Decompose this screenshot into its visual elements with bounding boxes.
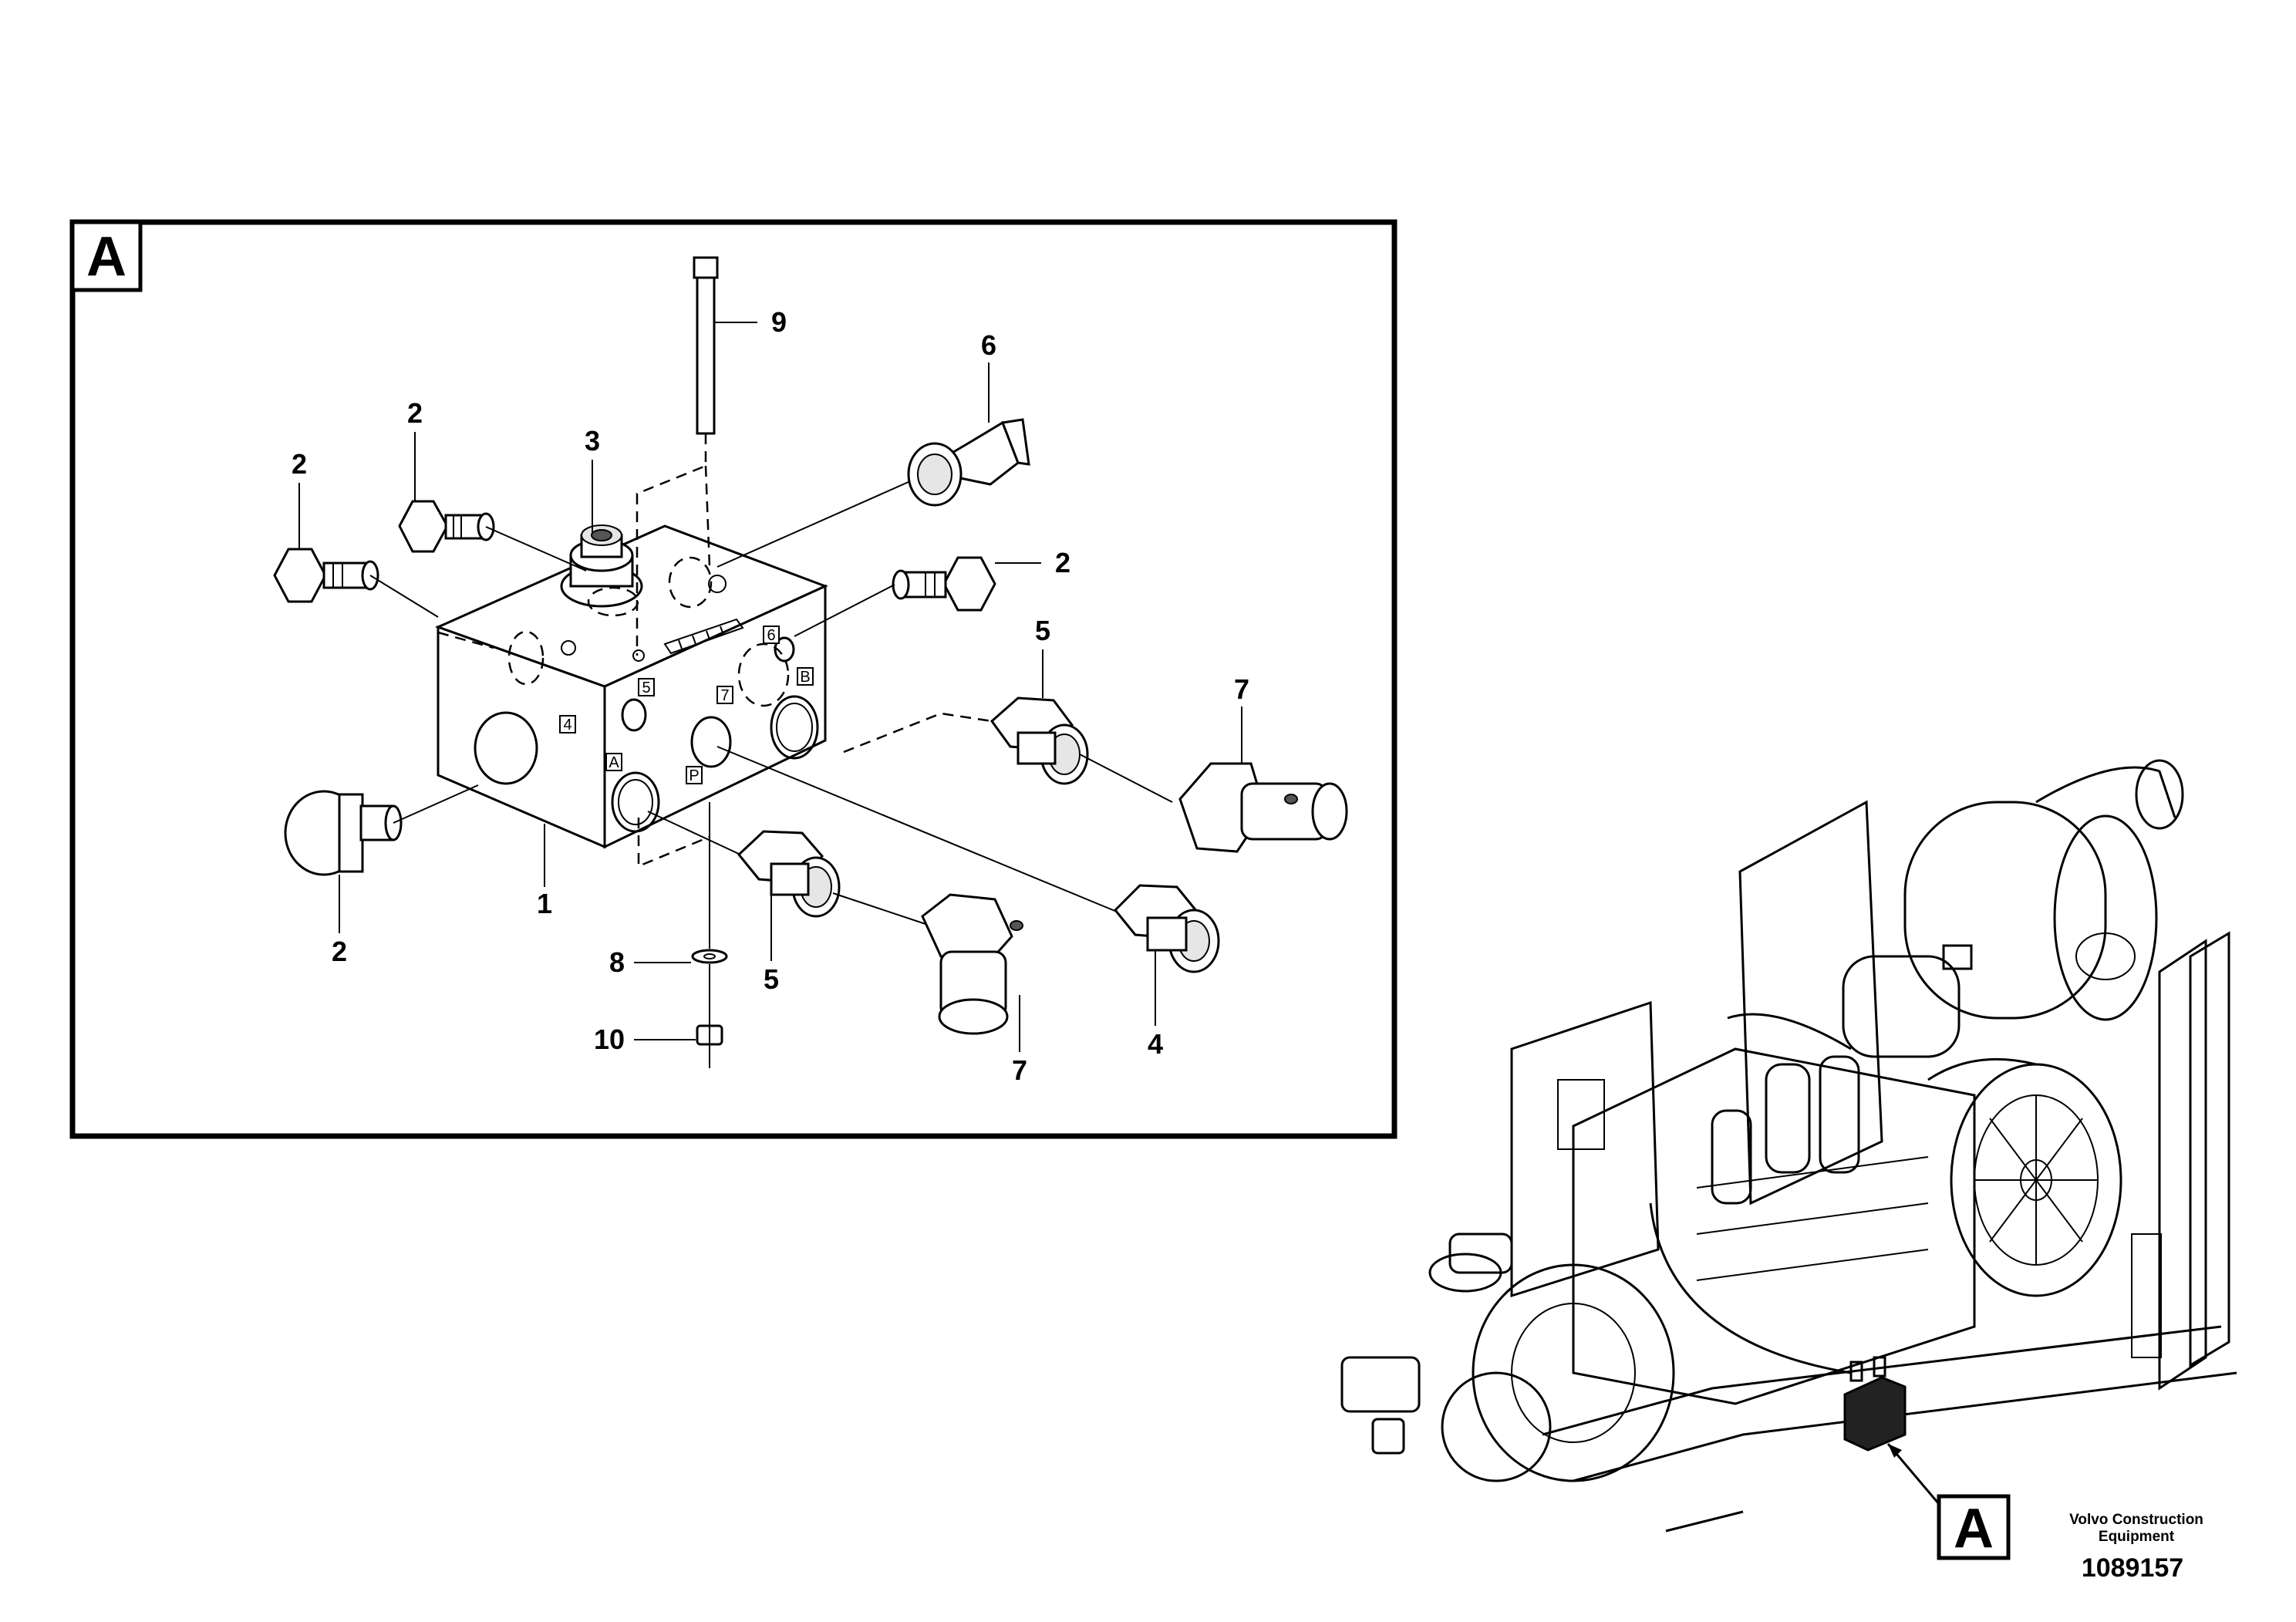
callout-3: 3 xyxy=(585,425,600,457)
callout-7-a: 7 xyxy=(1234,673,1249,705)
nut xyxy=(696,1024,723,1046)
plug-lower-left xyxy=(284,790,403,876)
svg-text:P: P xyxy=(689,767,699,784)
port-label-7: 7 xyxy=(716,686,733,704)
svg-text:6: 6 xyxy=(767,627,775,644)
svg-text:4: 4 xyxy=(563,717,571,733)
port-label-6: 6 xyxy=(763,626,780,644)
callout-2-b: 2 xyxy=(292,448,307,480)
valve-cartridge xyxy=(560,524,643,617)
callout-2-c: 2 xyxy=(1055,547,1070,578)
port-label-p: P xyxy=(686,766,703,784)
union-4 xyxy=(1113,884,1220,973)
drawing-number: 1089157 xyxy=(2081,1553,2184,1583)
union-5-right xyxy=(990,696,1089,785)
callout-8: 8 xyxy=(609,946,625,978)
svg-text:A: A xyxy=(609,754,619,771)
valve-block: 4 5 6 7 A B P xyxy=(434,524,828,868)
callout-9: 9 xyxy=(771,306,787,338)
callout-5-a: 5 xyxy=(1035,615,1050,646)
callout-7-b: 7 xyxy=(1012,1054,1027,1086)
callout-6: 6 xyxy=(981,329,996,361)
elbow-7-lower xyxy=(921,893,1023,1035)
locator-box-label: A xyxy=(1954,1498,1994,1560)
callout-2-a: 2 xyxy=(407,397,423,429)
washer xyxy=(691,949,728,964)
union-6 xyxy=(907,418,1030,507)
connection-lines xyxy=(369,481,1173,925)
callout-2-d: 2 xyxy=(332,936,347,967)
plug-left xyxy=(273,548,379,603)
callout-10: 10 xyxy=(594,1023,625,1055)
detail-a-frame: A xyxy=(69,219,1397,1139)
union-5-lower xyxy=(737,830,841,918)
port-label-5: 5 xyxy=(638,678,655,696)
bolt xyxy=(636,256,719,656)
engine-overview xyxy=(1340,759,2237,1533)
brand-credit: Volvo Construction Equipment xyxy=(2067,1512,2206,1546)
port-label-b: B xyxy=(797,667,814,686)
callouts: 1 2 2 2 2 3 4 5 5 6 7 7 8 xyxy=(292,306,1249,1086)
callout-5-b: 5 xyxy=(764,963,779,995)
svg-text:B: B xyxy=(800,669,810,686)
brand-line-2: Equipment xyxy=(2098,1529,2175,1545)
brand-line-1: Volvo Construction xyxy=(2069,1512,2203,1528)
svg-text:7: 7 xyxy=(720,687,729,704)
plug-right xyxy=(892,556,996,612)
plug-upper-left xyxy=(398,500,495,553)
port-label-a: A xyxy=(605,753,622,771)
detail-box-label: A xyxy=(86,226,126,288)
svg-text:5: 5 xyxy=(642,679,650,696)
locator-box-a: A xyxy=(1937,1494,2011,1560)
elbow-7-right xyxy=(1178,762,1348,853)
port-label-4: 4 xyxy=(559,715,576,733)
callout-4: 4 xyxy=(1148,1028,1163,1060)
callout-1: 1 xyxy=(537,888,552,919)
